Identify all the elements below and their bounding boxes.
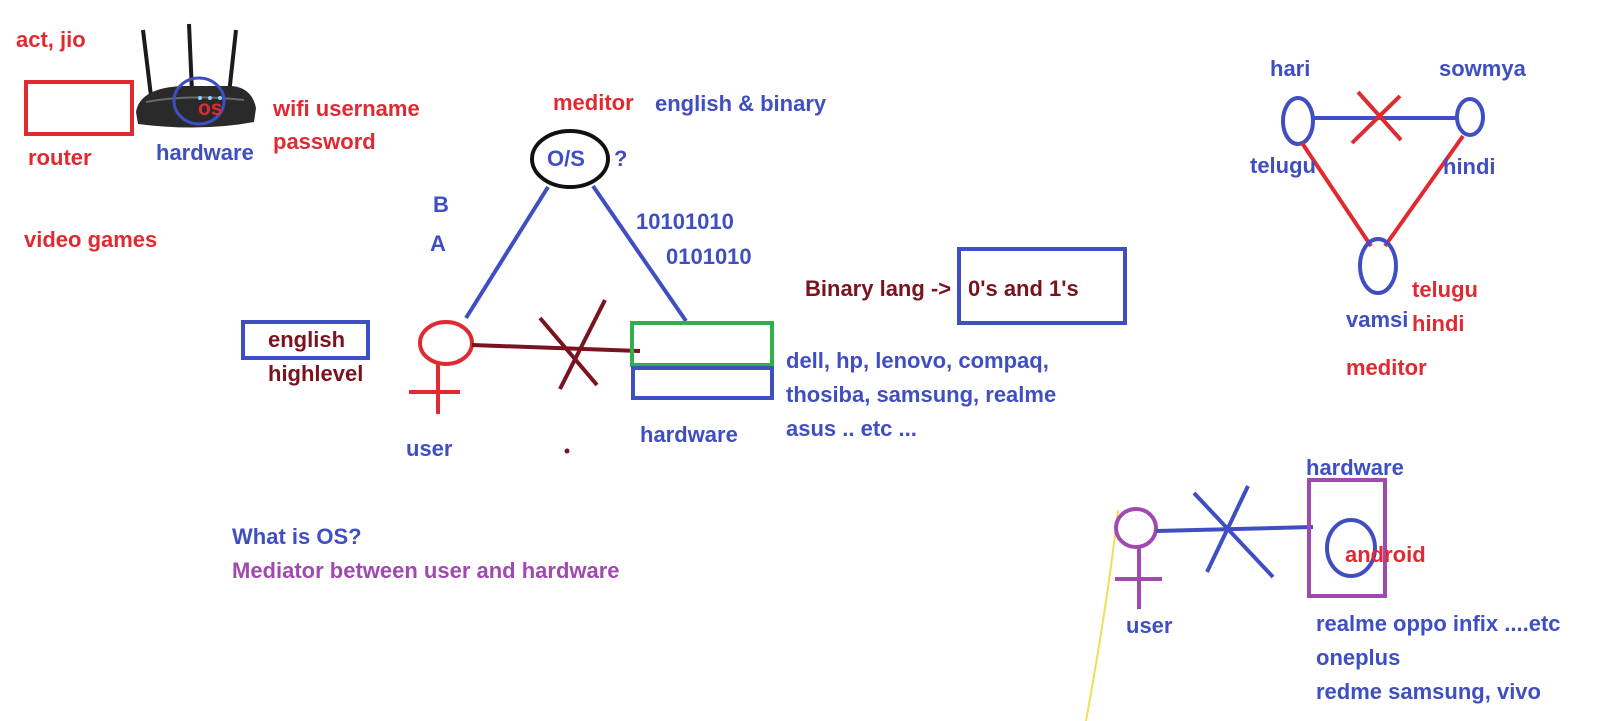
sowmya-label: sowmya <box>1439 56 1526 81</box>
triangle-meditor-label: meditor <box>1346 355 1427 380</box>
router-label: router <box>28 145 92 170</box>
user-to-hardware-line <box>471 343 641 353</box>
vamsi-hindi-label: hindi <box>1412 311 1465 336</box>
mobile-hardware-label: hardware <box>1306 455 1404 480</box>
vamsi-label: vamsi <box>1346 307 1409 332</box>
hari-label: hari <box>1270 56 1311 81</box>
yellow-stroke <box>1085 509 1119 721</box>
english-binary-label: english & binary <box>655 91 827 116</box>
os-node-circle <box>530 129 610 189</box>
isp-label: act, jio <box>16 27 86 52</box>
letter-b-label: B <box>433 192 449 217</box>
hardware-blue-box <box>631 366 774 400</box>
android-os-circle <box>1325 518 1377 578</box>
user-figure-icon <box>1114 507 1162 609</box>
cross-icon <box>1192 485 1275 579</box>
hardware-green-box <box>630 321 774 367</box>
video-games-label: video games <box>24 227 158 252</box>
os-circle <box>172 76 226 126</box>
sowmya-language-label: hindi <box>1443 154 1496 179</box>
os-to-hardware-line <box>591 184 688 323</box>
meditor-label: meditor <box>553 90 634 115</box>
laptop-brands-line-2: thosiba, samsung, realme <box>786 382 1057 407</box>
router-hardware-label: hardware <box>156 140 254 165</box>
binary-lang-label: Binary lang -> <box>805 276 952 301</box>
mobile-brands-line-2: oneplus <box>1316 645 1401 670</box>
hari-language-label: telugu <box>1250 153 1316 178</box>
router-icon <box>136 20 260 136</box>
stray-dot <box>564 448 570 454</box>
mobile-brands-line-1: realme oppo infix ....etc <box>1316 611 1561 636</box>
user-label: user <box>406 436 453 461</box>
highlevel-label: highlevel <box>268 361 364 386</box>
binary-box <box>957 247 1127 325</box>
hari-vamsi-line <box>1300 141 1373 248</box>
wifi-password-label: password <box>273 129 376 154</box>
cross-icon <box>538 299 607 390</box>
laptop-brands-line-1: dell, hp, lenovo, compaq, <box>786 348 1049 373</box>
mobile-user-label: user <box>1126 613 1173 638</box>
os-to-user-line <box>464 185 550 320</box>
english-box <box>241 320 370 360</box>
mobile-brands-line-3: redme samsung, vivo <box>1316 679 1541 704</box>
hari-node <box>1281 96 1315 146</box>
router-box <box>24 80 134 136</box>
android-label: android <box>1345 542 1426 567</box>
laptop-brands-line-3: asus .. etc ... <box>786 416 917 441</box>
phone-hardware-box <box>1307 478 1387 598</box>
router-os-label: os <box>198 97 223 120</box>
binary-line-1: 10101010 <box>636 209 734 234</box>
vamsi-node <box>1358 237 1398 295</box>
letter-a-label: A <box>430 231 446 256</box>
wifi-username-label: wifi username <box>273 96 420 121</box>
sowmya-vamsi-line <box>1383 134 1465 248</box>
sowmya-node <box>1455 97 1485 137</box>
cross-icon <box>1350 90 1403 145</box>
hardware-label: hardware <box>640 422 738 447</box>
definition-question: What is OS? <box>232 524 362 549</box>
os-node-label: O/S <box>547 146 585 171</box>
definition-answer: Mediator between user and hardware <box>232 558 620 583</box>
user-to-phone-line <box>1155 525 1314 533</box>
binary-lang-value: 0's and 1's <box>968 276 1079 301</box>
binary-line-2: 0101010 <box>666 244 752 269</box>
english-label: english <box>268 327 346 352</box>
user-figure-icon <box>409 320 474 414</box>
question-mark: ? <box>614 146 628 171</box>
vamsi-telugu-label: telugu <box>1412 277 1478 302</box>
